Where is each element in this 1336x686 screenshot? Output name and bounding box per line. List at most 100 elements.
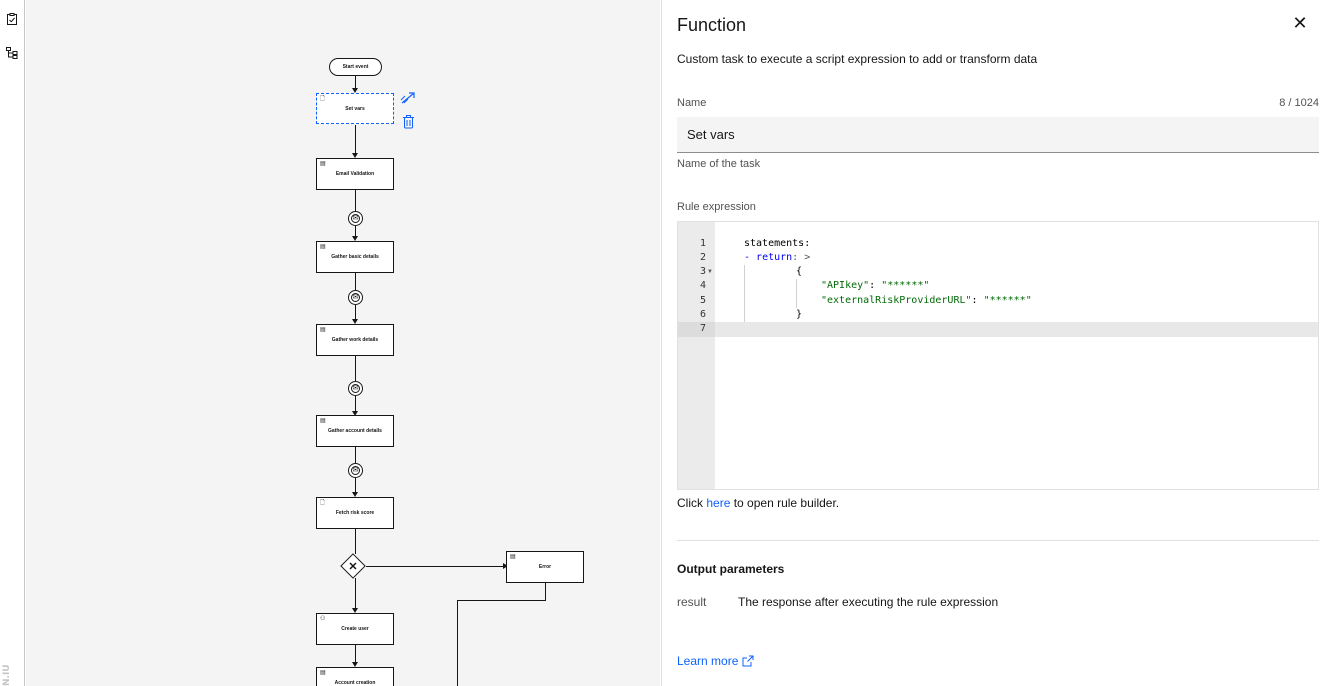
panel-description: Custom task to execute a script expressi… — [677, 52, 1038, 66]
watermark-text: N.IU — [2, 664, 12, 686]
user-task-icon: ▤ — [320, 161, 326, 167]
line-number: 2 — [699, 252, 706, 263]
node-label: Gather account details — [328, 428, 382, 434]
close-icon[interactable]: ✕ — [1292, 13, 1308, 33]
node-label: Account creation — [334, 680, 376, 686]
external-link-icon — [742, 655, 754, 667]
fold-toggle-icon[interactable]: ▼ — [707, 269, 713, 275]
name-char-counter: 8 / 1024 — [1279, 97, 1319, 109]
node-fetch-risk-score[interactable]: 🗋 Fetch risk score — [316, 497, 394, 529]
code-line-4: "APIkey": "******" — [821, 279, 929, 293]
node-set-vars[interactable]: 🗋 Set vars — [316, 93, 394, 124]
code-editor[interactable]: 1 2 3 ▼ 4 5 6 7 statements: - return: > … — [677, 221, 1319, 490]
name-label: Name — [677, 97, 707, 109]
connector — [355, 190, 356, 211]
node-account-creation[interactable]: ▤ Account creation — [316, 667, 394, 686]
code-keyword: return — [756, 252, 793, 263]
code-string: "APIkey" — [821, 280, 870, 291]
active-line-gutter — [678, 322, 715, 337]
node-create-user[interactable]: ⚇ Create user — [316, 613, 394, 645]
connector — [355, 273, 356, 290]
line-number: 3 — [699, 266, 706, 277]
node-label: Gather work details — [331, 337, 379, 343]
user-task-icon: ▤ — [320, 418, 326, 424]
learn-more-label: Learn more — [677, 654, 739, 668]
connector — [355, 578, 356, 610]
code-sep: : — [971, 295, 984, 306]
name-helper-text: Name of the task — [677, 158, 761, 170]
connector — [355, 645, 356, 664]
line-number: 6 — [699, 309, 706, 320]
message-event-icon[interactable]: ✉ — [348, 381, 363, 396]
script-task-icon: 🗋 — [320, 500, 325, 506]
connector — [355, 125, 356, 155]
rule-expression-label: Rule expression — [677, 201, 756, 213]
connect-tool-icon[interactable] — [399, 90, 417, 106]
message-event-icon[interactable]: ✉ — [348, 211, 363, 226]
section-divider — [677, 540, 1319, 541]
code-string: "******" — [983, 295, 1032, 306]
panel-title: Function — [677, 15, 747, 35]
line-number: 5 — [699, 295, 706, 306]
node-label: Gather basic details — [331, 254, 379, 260]
code-line-2: - return: > — [744, 251, 810, 265]
connector — [355, 305, 356, 321]
hint-suffix: to open rule builder. — [730, 496, 840, 510]
code-string: "externalRiskProviderURL" — [821, 295, 972, 306]
rule-builder-hint: Click here to open rule builder. — [677, 496, 839, 510]
code-line-3: { — [796, 266, 803, 277]
code-dash: - — [744, 252, 757, 263]
indent-guide — [744, 265, 745, 322]
user-task-icon: ▤ — [320, 244, 326, 250]
connector — [355, 396, 356, 413]
message-event-icon[interactable]: ✉ — [348, 290, 363, 305]
flow-tree-icon[interactable] — [5, 46, 19, 60]
arrow-head — [352, 153, 358, 158]
gateway-x-icon: ✕ — [348, 560, 358, 573]
code-line-6: } — [796, 309, 803, 320]
properties-panel: Function ✕ Custom task to execute a scri… — [661, 0, 1336, 686]
line-number: 4 — [699, 280, 706, 291]
arrow-head — [503, 563, 508, 569]
connector — [355, 478, 356, 494]
arrow-head — [352, 319, 358, 324]
node-label: Error — [538, 564, 552, 570]
user-task-icon: ▤ — [510, 554, 516, 560]
connector — [457, 600, 458, 686]
arrow-head — [352, 662, 358, 667]
connector — [355, 356, 356, 381]
rule-builder-link[interactable]: here — [706, 496, 731, 510]
left-rail: N.IU — [0, 0, 25, 686]
script-task-icon: 🗋 — [320, 96, 325, 102]
start-event[interactable]: Start event — [329, 58, 382, 76]
name-input[interactable] — [677, 117, 1319, 153]
node-email-validation[interactable]: ▤ Email Validation — [316, 158, 394, 190]
indent-guide — [796, 279, 797, 308]
editor-gutter — [678, 222, 715, 489]
output-param-description: The response after executing the rule ex… — [738, 595, 999, 609]
arrow-head — [352, 88, 358, 93]
output-param-name: result — [677, 595, 707, 609]
connector — [457, 600, 546, 601]
user-task-icon: ▤ — [320, 670, 326, 676]
line-number: 1 — [699, 238, 706, 249]
connector — [355, 76, 356, 90]
learn-more-link[interactable]: Learn more — [677, 654, 754, 668]
diagram-canvas[interactable]: Start event 🗋 Set vars ▤ Email Validatio… — [26, 0, 660, 686]
active-line-highlight — [715, 322, 1318, 337]
arrow-head — [352, 492, 358, 497]
line-number: 7 — [699, 323, 706, 334]
code-line-1: statements: — [744, 238, 811, 249]
node-label: Email Validation — [335, 171, 375, 177]
node-gather-account-details[interactable]: ▤ Gather account details — [316, 415, 394, 447]
node-gather-work-details[interactable]: ▤ Gather work details — [316, 324, 394, 356]
node-gather-basic-details[interactable]: ▤ Gather basic details — [316, 241, 394, 273]
code-operator: : > — [792, 252, 811, 263]
arrow-head — [352, 411, 358, 416]
message-event-icon[interactable]: ✉ — [348, 463, 363, 478]
code-line-5: "externalRiskProviderURL": "******" — [821, 294, 1032, 308]
user-add-icon: ⚇ — [320, 616, 326, 622]
task-list-icon[interactable] — [5, 12, 19, 26]
delete-trash-icon[interactable] — [400, 113, 416, 129]
node-error[interactable]: ▤ Error — [506, 551, 584, 583]
